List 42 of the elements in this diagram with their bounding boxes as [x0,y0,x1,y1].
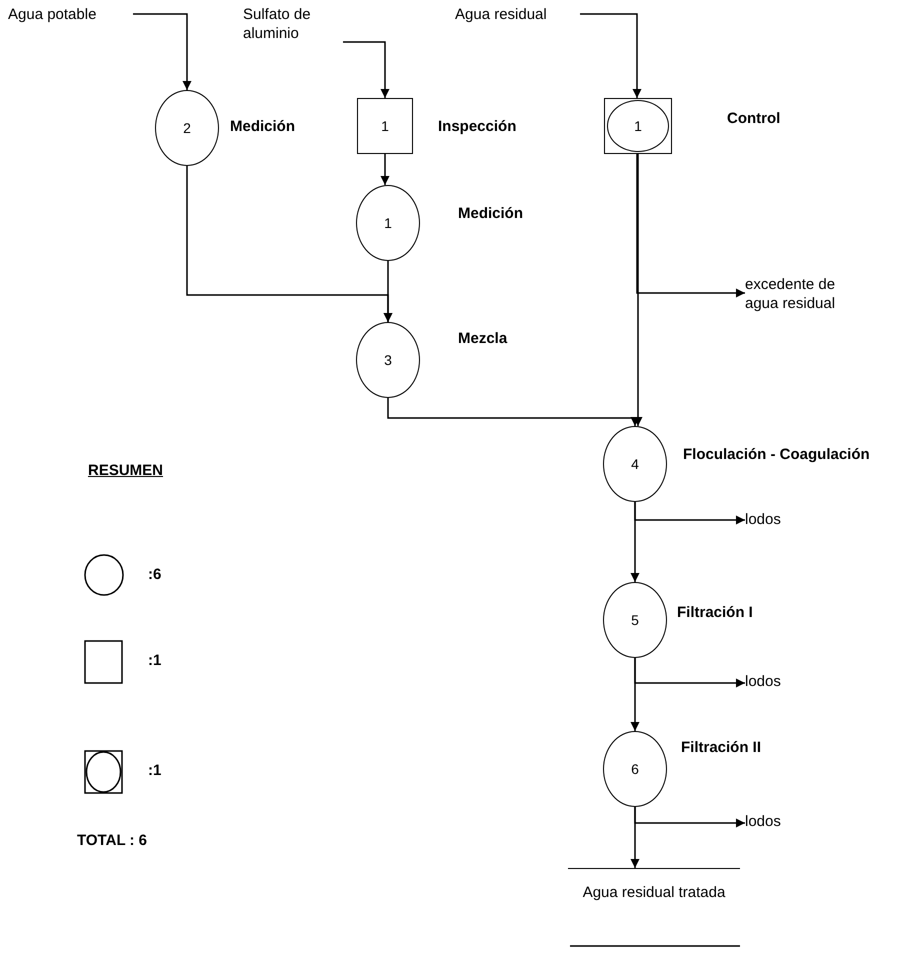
output-label: lodos [745,812,805,834]
summary-total: TOTAL : 6 [77,832,148,849]
step-label: Filtración II [681,739,762,756]
step-label: Mezcla [458,330,508,347]
output-label: lodos [745,672,805,694]
step-number: 1 [634,118,642,134]
step-label: Floculación - Coagulación [683,446,870,463]
arrow [630,807,640,868]
step-number: 4 [631,456,639,472]
arrow [636,154,745,298]
step-label: Inspección [438,118,516,135]
input-label: Sulfato de aluminio [243,5,343,47]
step-label: Control [727,110,780,127]
step-label: Medición [458,205,524,222]
arrow [630,658,640,731]
step-number: 1 [384,215,392,231]
arrow [343,41,390,98]
arrow [133,13,192,90]
arrow [630,502,640,582]
step-label: Filtración I [677,604,753,621]
step-number: 2 [183,120,191,136]
combined-control-symbol [604,98,672,154]
step-label: Medición [230,118,296,135]
legend-label: :1 [148,652,162,669]
arrow [384,261,392,322]
step-number: 1 [381,118,389,134]
legend-label: :1 [148,762,162,779]
output-label: lodos [745,510,805,532]
output-bar: Agua residual tratada [568,868,740,908]
step-number: 3 [384,352,392,368]
arrow [380,154,390,185]
input-label: Agua residual [455,5,580,27]
inspection-square [357,98,413,154]
arrow [580,13,642,98]
step-number: 6 [631,761,639,777]
arrow [387,398,640,426]
output-label: excedente de agua residual [745,275,860,317]
input-label: Agua potable [8,5,133,27]
arrow [634,154,642,426]
summary-heading: RESUMEN [88,462,164,479]
legend-label: :6 [148,566,162,583]
step-number: 5 [631,612,639,628]
